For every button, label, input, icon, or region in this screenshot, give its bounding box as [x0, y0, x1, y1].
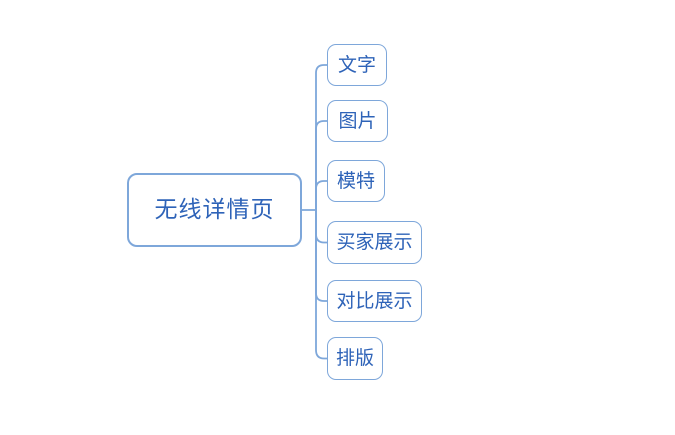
topic-node-label: 对比展示: [336, 289, 413, 312]
topic-node-label: 买家展示: [336, 231, 413, 253]
connector-branch-4: [315, 209, 328, 244]
topic-node-label: 图片: [338, 109, 377, 132]
root-node-label: 无线详情页: [154, 196, 275, 223]
connector-branch-6: [315, 209, 328, 360]
connector-branch-3: [315, 180, 328, 211]
topic-node-label: 文字: [337, 53, 376, 76]
connector-branch-2: [315, 120, 328, 211]
topic-node-label: 排版: [335, 347, 374, 369]
topic-node-model[interactable]: 模特: [327, 160, 385, 202]
topic-node-text[interactable]: 文字: [327, 44, 387, 86]
topic-node-layout[interactable]: 排版: [327, 337, 383, 380]
topic-node-comparison-show[interactable]: 对比展示: [327, 280, 422, 322]
connector-branch-1: [315, 64, 328, 211]
topic-node-image[interactable]: 图片: [327, 100, 388, 142]
connector-branch-5: [315, 209, 328, 302]
topic-node-buyer-show[interactable]: 买家展示: [327, 221, 422, 264]
root-node-wireless-detail-page[interactable]: 无线详情页: [127, 173, 302, 247]
topic-node-label: 模特: [336, 169, 375, 192]
